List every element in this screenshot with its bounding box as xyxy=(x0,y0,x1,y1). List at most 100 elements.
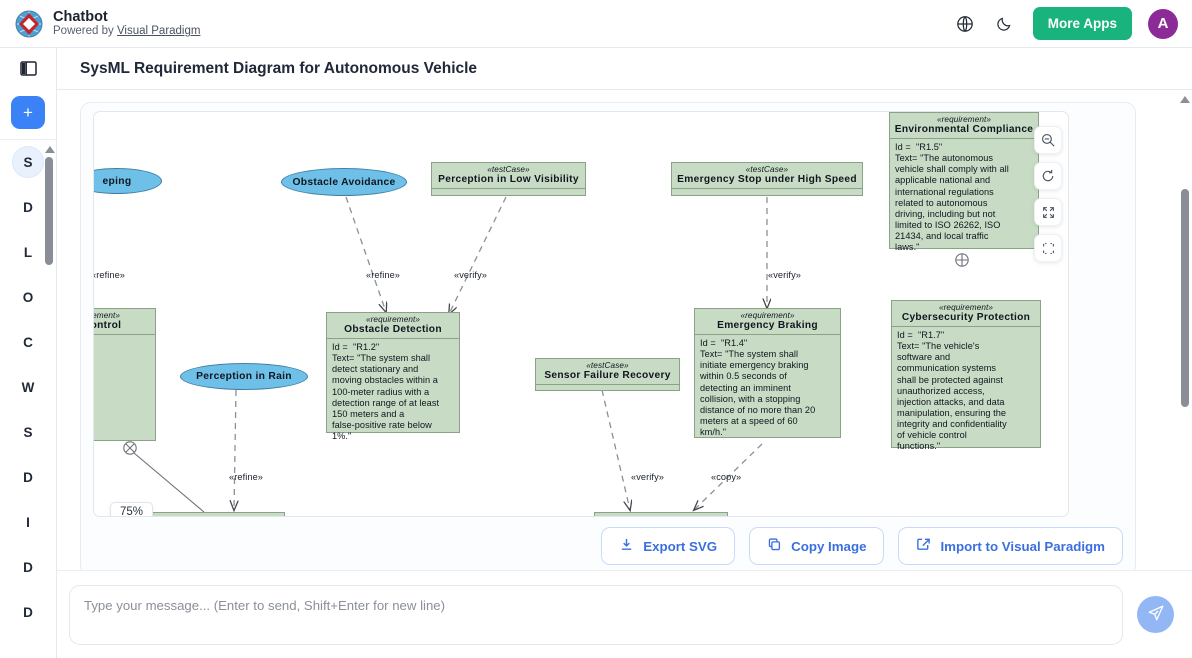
chat-area: eping Obstacle Avoidance Perception in R… xyxy=(57,90,1192,570)
zoom-level-badge: 75% xyxy=(110,502,154,517)
node-body xyxy=(672,188,862,200)
edge-label-1: «refine» xyxy=(366,270,401,280)
page-title: SysML Requirement Diagram for Autonomous… xyxy=(80,59,478,77)
node-requirement-emergency-braking[interactable]: «requirement» Emergency Braking Id = "R1… xyxy=(694,308,841,438)
node-name: Emergency Stop under High Speed xyxy=(677,174,857,185)
conversation-list[interactable]: S D L O C W S D I D D xyxy=(0,140,57,658)
reset-view-icon[interactable] xyxy=(1034,162,1062,190)
powered-by-prefix: Powered by xyxy=(53,25,117,38)
node-stereotype: «testCase» xyxy=(586,361,629,370)
new-chat-button[interactable]: + xyxy=(11,96,45,129)
node-requirement-cybersecurity-protection[interactable]: «requirement» Cybersecurity Protection I… xyxy=(891,300,1041,451)
rail-scrollbar[interactable] xyxy=(44,146,55,658)
export-svg-label: Export SVG xyxy=(643,538,718,554)
left-rail: + S D L O C W S D I D D xyxy=(0,48,57,658)
conversation-item-10[interactable]: D xyxy=(23,604,33,620)
edge-label-3: «verify» xyxy=(768,270,801,280)
fit-screen-icon[interactable] xyxy=(1034,198,1062,226)
node-test-case-sensor-failure-recovery[interactable]: «testCase» Sensor Failure Recovery xyxy=(535,358,680,391)
message-composer: Type your message... (Enter to send, Shi… xyxy=(57,570,1192,658)
fullscreen-icon[interactable] xyxy=(1034,234,1062,262)
chat-scrollbar-thumb[interactable] xyxy=(1180,189,1189,407)
edge-label-0: «refine» xyxy=(93,270,126,280)
node-stereotype: «testCase» xyxy=(745,165,789,174)
node-requirement-sensor-fusion-accuracy[interactable]: «requirement» Sensor Fusion Accuracy xyxy=(149,512,285,517)
copy-image-label: Copy Image xyxy=(791,538,867,554)
diagram-canvas[interactable]: eping Obstacle Avoidance Perception in R… xyxy=(93,112,1068,517)
diagram-viewport[interactable]: eping Obstacle Avoidance Perception in R… xyxy=(93,111,1069,518)
node-name: Cybersecurity Protection xyxy=(901,312,1031,323)
conversation-item-3[interactable]: O xyxy=(22,289,34,305)
message-input-placeholder[interactable]: Type your message... (Enter to send, Shi… xyxy=(84,597,446,613)
node-body: Id = "R1.4" Text= "The system shall init… xyxy=(695,334,840,442)
node-stereotype: «requirement» xyxy=(93,311,121,320)
node-stereotype: «requirement» xyxy=(150,513,284,516)
copy-image-button[interactable]: Copy Image xyxy=(749,527,885,566)
scroll-up-arrow-icon[interactable] xyxy=(44,146,55,153)
diagram-actions: Export SVG Copy Image xyxy=(81,517,1135,570)
node-stereotype: «requirement» xyxy=(595,513,727,516)
edge-label-5: «verify» xyxy=(631,472,664,482)
conversation-item-7[interactable]: D xyxy=(23,469,33,485)
globe-icon[interactable] xyxy=(953,12,977,36)
node-requirement-adaptive-cruise-control[interactable]: «requirement» ise Control nicle shall e … xyxy=(93,308,156,441)
node-name: Sensor Failure Recovery xyxy=(544,370,671,381)
powered-by: Powered by Visual Paradigm xyxy=(53,25,200,38)
external-link-icon xyxy=(916,537,931,555)
node-stereotype: «requirement» xyxy=(936,115,992,124)
zoom-out-icon[interactable] xyxy=(1034,126,1062,154)
visual-paradigm-logo-icon xyxy=(14,9,44,39)
node-stereotype: «requirement» xyxy=(365,315,421,324)
conversation-item-9[interactable]: D xyxy=(23,559,33,575)
rail-top xyxy=(0,48,57,90)
node-test-case-emergency-stop-high-speed[interactable]: «testCase» Emergency Stop under High Spe… xyxy=(671,162,863,196)
node-body: Id = "R1.2" Text= "The system shall dete… xyxy=(327,338,459,446)
panel-toggle-icon[interactable] xyxy=(19,61,37,76)
new-chat-row: + xyxy=(0,90,57,140)
node-body: Id = "R1.5" Text= "The autonomous vehicl… xyxy=(890,138,1038,257)
conversation-item-6[interactable]: S xyxy=(23,424,33,440)
chat-scroll-up-arrow-icon[interactable] xyxy=(1180,96,1190,103)
import-vp-label: Import to Visual Paradigm xyxy=(940,538,1105,554)
usecase-ellipse-2[interactable]: Perception in Rain xyxy=(180,363,308,390)
export-svg-button[interactable]: Export SVG xyxy=(601,527,736,566)
node-body: Id = "R1.7" Text= "The vehicle's softwar… xyxy=(892,326,1040,456)
node-name: Environmental Compliance xyxy=(894,124,1034,135)
node-stereotype: «requirement» xyxy=(938,303,994,312)
node-test-case-perception-low-visibility[interactable]: «testCase» Perception in Low Visibility xyxy=(431,162,586,196)
rail-scrollbar-thumb[interactable] xyxy=(45,157,53,265)
conversation-item-0[interactable]: S xyxy=(13,147,43,177)
app-header: Chatbot Powered by Visual Paradigm More … xyxy=(0,0,1192,48)
diagram-connectors xyxy=(123,196,969,513)
conversation-item-2[interactable]: L xyxy=(23,244,33,260)
node-body xyxy=(536,384,679,396)
brand: Chatbot Powered by Visual Paradigm xyxy=(14,9,200,39)
chat-scrollbar[interactable] xyxy=(1180,96,1190,566)
more-apps-button[interactable]: More Apps xyxy=(1032,7,1132,40)
main-panel: SysML Requirement Diagram for Autonomous… xyxy=(57,48,1192,658)
app-title: Chatbot xyxy=(53,8,108,25)
visual-paradigm-link[interactable]: Visual Paradigm xyxy=(116,25,201,38)
conversation-item-5[interactable]: W xyxy=(21,379,35,395)
node-stereotype: «requirement» xyxy=(740,311,795,320)
node-requirement-bottom-partial[interactable]: «requirement» xyxy=(594,512,728,517)
node-requirement-obstacle-detection[interactable]: «requirement» Obstacle Detection Id = "R… xyxy=(326,312,460,441)
node-name: Obstacle Detection xyxy=(344,324,442,335)
node-body xyxy=(432,188,585,200)
user-avatar[interactable]: A xyxy=(1148,8,1178,39)
send-button[interactable] xyxy=(1137,596,1174,633)
moon-icon[interactable] xyxy=(993,12,1017,36)
node-requirement-environmental-compliance[interactable]: «requirement» Environmental Compliance I… xyxy=(889,112,1039,252)
conversation-item-8[interactable]: I xyxy=(26,514,30,530)
conversation-item-1[interactable]: D xyxy=(23,199,33,215)
node-body: nicle shall e distance e ahead cruise ng… xyxy=(94,334,155,420)
edge-label-4: «refine» xyxy=(229,472,264,482)
download-icon xyxy=(619,537,634,555)
message-input-box[interactable]: Type your message... (Enter to send, Shi… xyxy=(69,584,1123,645)
document-title-bar: SysML Requirement Diagram for Autonomous… xyxy=(57,48,1192,90)
import-to-visual-paradigm-button[interactable]: Import to Visual Paradigm xyxy=(898,527,1123,566)
conversation-item-4[interactable]: C xyxy=(23,334,33,350)
node-stereotype: «testCase» xyxy=(487,165,530,174)
diagram-toolbar xyxy=(1034,126,1062,262)
usecase-ellipse-1[interactable]: Obstacle Avoidance xyxy=(281,168,407,196)
